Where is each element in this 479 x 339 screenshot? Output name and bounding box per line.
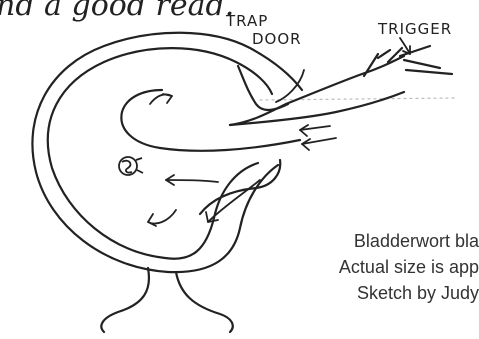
- faint-line: [260, 98, 455, 100]
- caption-line-1: Bladderwort bla: [339, 228, 479, 254]
- caption: Bladderwort bla Actual size is app Sketc…: [339, 228, 479, 306]
- bladder-inner-wall: [32, 33, 302, 272]
- channel-bottom: [230, 92, 404, 125]
- bladder-outer-wall: [48, 48, 272, 259]
- trap-label-line1: TRAP: [226, 12, 268, 30]
- inner-lobe: [200, 160, 280, 214]
- caption-line-2: Actual size is app: [339, 254, 479, 280]
- flow-arrowhead-3: [302, 139, 310, 150]
- caption-line-3: Sketch by Judy: [339, 280, 479, 306]
- flow-arrowhead-2: [300, 125, 308, 136]
- channel-top: [286, 56, 404, 104]
- flow-arrow-4: [166, 180, 218, 182]
- trap-door: [238, 66, 288, 110]
- flow-arrowhead-5: [163, 94, 172, 103]
- stalk-right: [176, 272, 233, 332]
- trigger-label: TRIGGER: [378, 20, 452, 38]
- prey-icon: [119, 157, 143, 175]
- door-label-line2: DOOR: [252, 30, 302, 48]
- stalk-left: [101, 268, 149, 332]
